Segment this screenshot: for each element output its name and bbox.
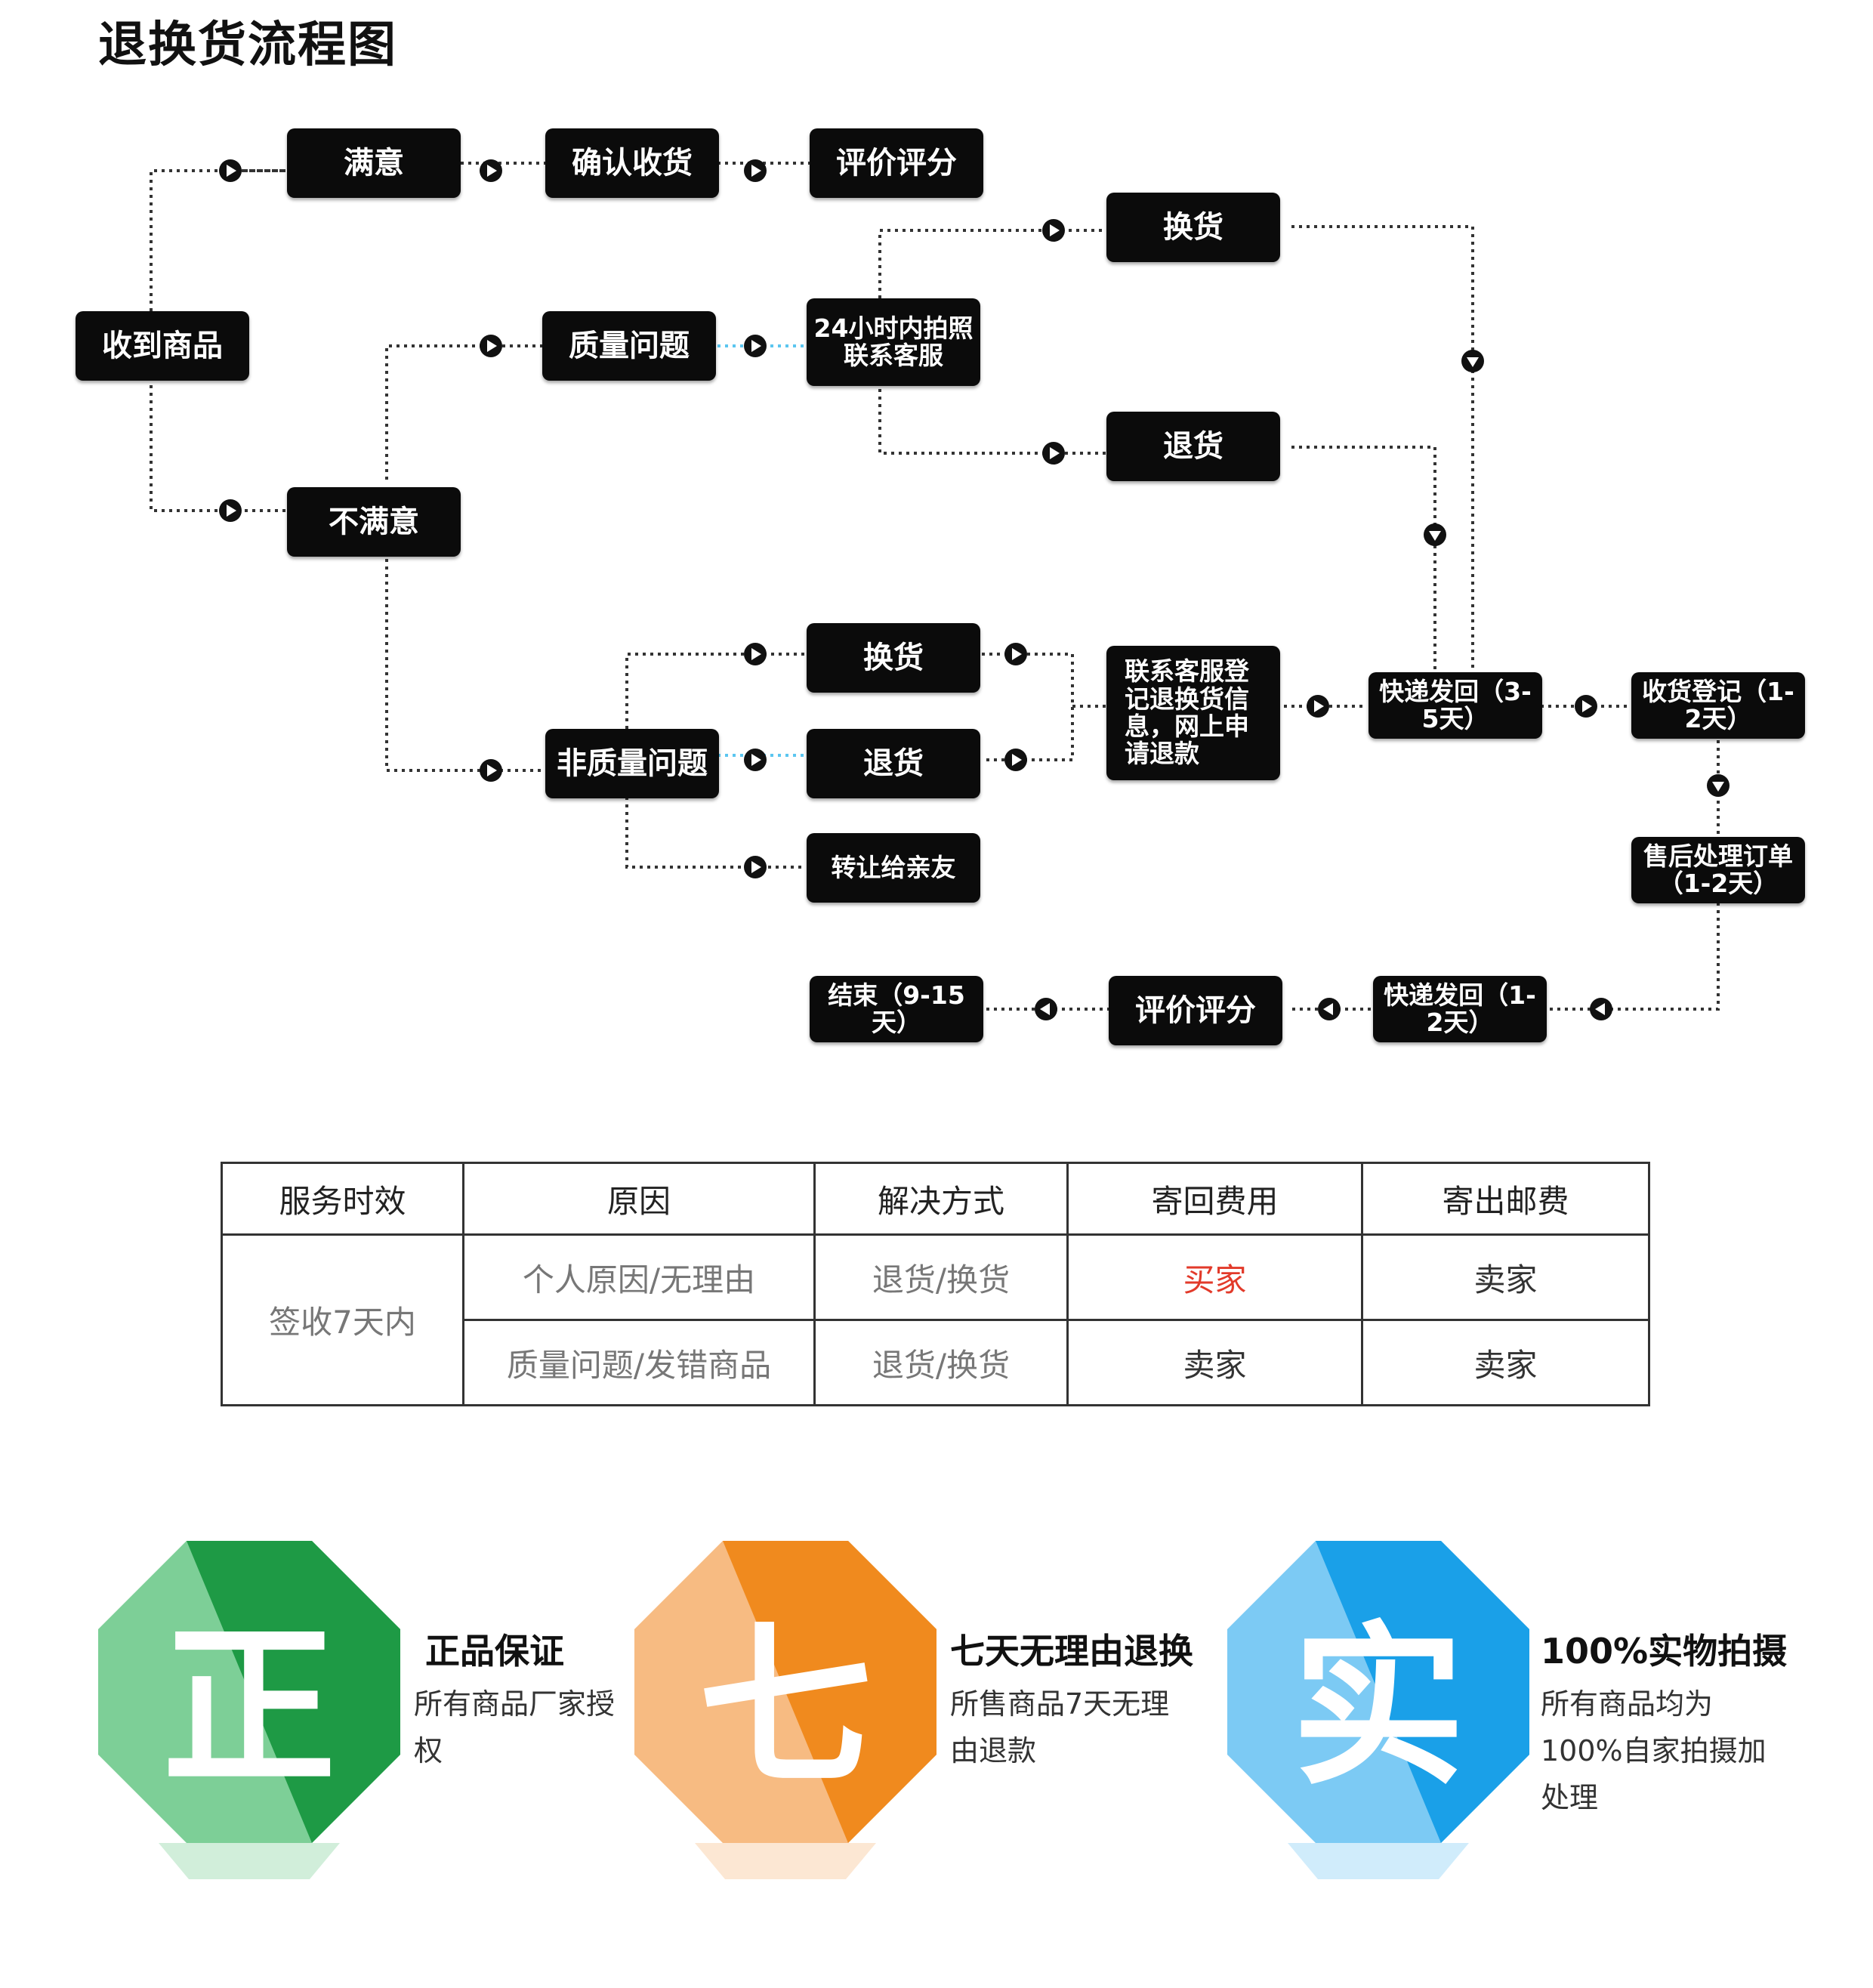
feature-title: 100%实物拍摄: [1541, 1631, 1788, 1672]
feature-title: 七天无理由退换: [950, 1631, 1193, 1672]
arrow-head-icon: [487, 340, 497, 352]
feature-title: 正品保证: [425, 1631, 564, 1672]
arrow-head-icon: [1582, 700, 1592, 712]
node-return-mid: 退货: [807, 729, 980, 798]
table-row: 签收7天内 个人原因/无理由 退货/换货 买家 卖家: [221, 1233, 1650, 1406]
badge-glyph: 七: [698, 1607, 872, 1809]
octagon-genuine-icon: [98, 1541, 400, 1843]
node-receive: 收到商品: [76, 311, 249, 381]
node-satisfied: 满意: [287, 128, 461, 198]
arrow-head-icon: [1314, 700, 1324, 712]
badge-real-photo: 实: [1227, 1541, 1529, 1843]
solution-cell: 退货/换货: [813, 1319, 1069, 1406]
badge-seven-days: 七: [634, 1541, 936, 1843]
arrow-head-icon: [751, 165, 761, 177]
node-photo: 24小时内拍照联系客服: [807, 298, 980, 386]
arrow-head-icon: [1467, 357, 1479, 367]
reflection: [159, 1843, 340, 1879]
table-header: 原因: [462, 1162, 816, 1236]
flowchart: 收到商品 满意 确认收货 评价评分 换货 质量问题 24小时内拍照联系客服 退货…: [76, 128, 1805, 1045]
node-contact: 联系客服登记退换货信息，网上申请退款: [1106, 646, 1280, 780]
node-unsatisfied: 不满意: [287, 487, 461, 557]
period-cell: 签收7天内: [221, 1233, 464, 1406]
node-return-top: 退货: [1106, 412, 1280, 481]
badge-glyph: 实: [1291, 1607, 1465, 1809]
return-fee-cell: 卖家: [1066, 1319, 1363, 1406]
arrow-head-icon: [751, 648, 761, 660]
ship-fee-cell: 卖家: [1361, 1319, 1650, 1406]
flow-connectors: [150, 159, 1730, 1020]
table-row: 质量问题/发错商品 退货/换货 卖家 卖家: [222, 1319, 1650, 1406]
octagon-seven-icon: [634, 1541, 936, 1843]
arrow-head-icon: [1050, 447, 1060, 459]
table-header: 寄回费用: [1066, 1162, 1363, 1236]
arrow-head-icon: [1050, 224, 1060, 236]
arrow-head-icon: [227, 505, 236, 517]
node-exchange-mid: 换货: [807, 623, 980, 693]
node-gift: 转让给亲友: [807, 833, 980, 903]
reflection: [695, 1843, 876, 1879]
arrow-head-icon: [1323, 1003, 1333, 1015]
arrow-head-icon: [751, 340, 761, 352]
node-quality: 质量问题: [542, 311, 716, 381]
reflection: [1288, 1843, 1469, 1879]
page-title: 退换货流程图: [98, 17, 397, 73]
arrow-head-icon: [1012, 754, 1022, 766]
arrow-head-icon: [1429, 531, 1441, 541]
table-header: 解决方式: [813, 1162, 1069, 1236]
octagon-real-icon: [1227, 1541, 1529, 1843]
arrow-head-icon: [1595, 1003, 1605, 1015]
node-ship-back: 快递发回（3-5天）: [1368, 672, 1542, 739]
return-fee-cell: 买家: [1066, 1233, 1363, 1321]
arrow-head-icon: [487, 764, 497, 776]
arrow-head-icon: [227, 165, 236, 177]
arrow-head-icon: [1712, 782, 1724, 792]
node-end: 结束（9-15天）: [810, 976, 983, 1042]
feature-desc: 所有商品厂家授权: [414, 1687, 616, 1767]
reason-cell: 质量问题/发错商品: [462, 1319, 816, 1406]
node-nonquality: 非质量问题: [545, 729, 719, 798]
arrow-head-icon: [1040, 1003, 1050, 1015]
node-review-top: 评价评分: [810, 128, 983, 198]
arrow-head-icon: [751, 754, 761, 766]
badge-glyph: 正: [162, 1607, 336, 1809]
table-header: 寄出邮费: [1361, 1162, 1650, 1236]
node-after-sale: 售后处理订单（1-2天）: [1631, 837, 1805, 903]
reason-cell: 个人原因/无理由: [462, 1233, 816, 1321]
service-table: 服务时效 原因 解决方式 寄回费用 寄出邮费 签收7天内 个人原因/无理由 退货…: [221, 1162, 1650, 1406]
ship-fee-cell: 卖家: [1361, 1233, 1650, 1321]
node-ship-return: 快递发回（1-2天）: [1373, 976, 1547, 1042]
arrow-head-icon: [487, 165, 497, 177]
node-receive-reg: 收货登记（1-2天）: [1631, 672, 1805, 739]
feature-desc: 所售商品7天无理由退款: [950, 1687, 1170, 1767]
badge-genuine: 正: [98, 1541, 400, 1843]
node-exchange-top: 换货: [1106, 193, 1280, 262]
solution-cell: 退货/换货: [813, 1233, 1069, 1321]
node-confirm: 确认收货: [545, 128, 719, 198]
feature-desc: 所有商品均为100%自家拍摄加处理: [1541, 1687, 1767, 1814]
table-header-row: 服务时效 原因 解决方式 寄回费用 寄出邮费: [221, 1162, 1650, 1236]
arrow-head-icon: [1012, 648, 1022, 660]
node-review-bottom: 评价评分: [1109, 976, 1282, 1045]
arrow-head-icon: [751, 861, 761, 873]
table-header: 服务时效: [221, 1162, 464, 1236]
